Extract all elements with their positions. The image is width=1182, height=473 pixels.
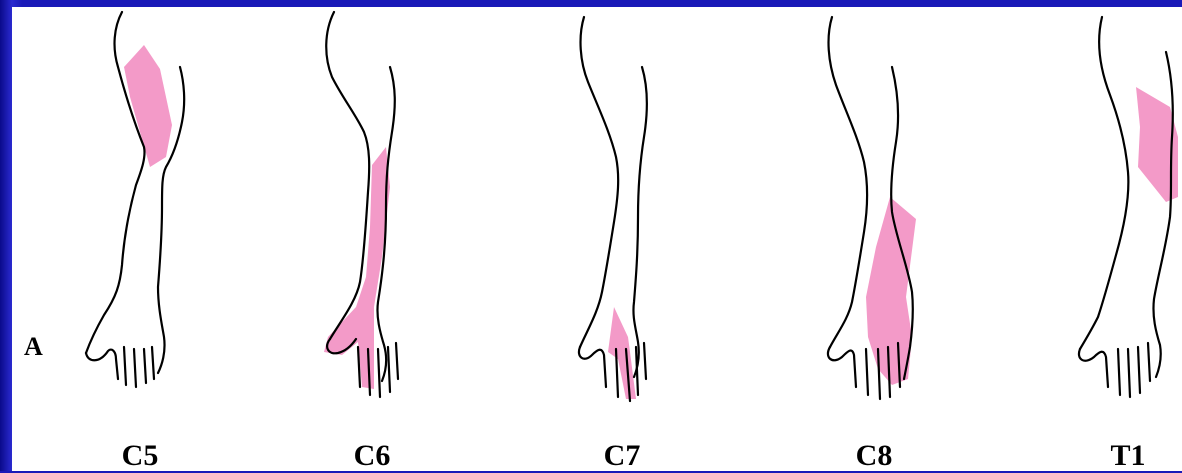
- arm-c8: [828, 17, 916, 399]
- arm-drawings: [12, 7, 1182, 471]
- arm-c5: [86, 12, 184, 387]
- dermatome-c5-region: [124, 45, 172, 167]
- dermatome-label-c5: C5: [100, 439, 180, 473]
- dermatome-figure: A: [12, 7, 1182, 471]
- dermatome-label-c6: C6: [332, 439, 412, 473]
- dermatome-label-c7: C7: [582, 439, 662, 473]
- arm-c6: [324, 12, 398, 397]
- dermatome-label-c8: C8: [834, 439, 914, 473]
- arm-t1: [1079, 17, 1178, 397]
- arm-c7: [579, 17, 647, 401]
- dermatome-c7-region: [608, 307, 636, 399]
- dermatome-label-t1: T1: [1088, 439, 1168, 473]
